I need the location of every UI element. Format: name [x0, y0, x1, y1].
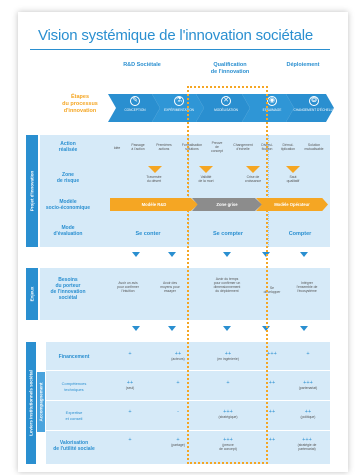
row-label-financement: Financement: [58, 354, 90, 360]
action-cell: Solution mutualisable: [304, 143, 324, 151]
model-zone-grise: Zone grise: [192, 198, 262, 211]
network-icon: ❂: [309, 96, 319, 106]
competences-cell: +: [176, 380, 180, 386]
chevron-down-icon: [223, 252, 231, 257]
stage-chevron-3: [196, 94, 250, 122]
risk-cell: Saut qualitatif: [286, 175, 300, 183]
risk-cell: Traversée du désert: [146, 175, 162, 183]
section-leviers-label: Leviers institutionnels sociétal: [26, 342, 36, 464]
besoin-cell: Se développer: [263, 286, 281, 294]
action-cell: Passage à l'action: [131, 143, 145, 151]
model-rd: Modèle R&D: [110, 198, 198, 211]
row-label-actions: Action réalisée: [58, 141, 78, 153]
financement-cell: ++(en ingénierie): [217, 351, 239, 361]
reseau-cell: ++: [268, 409, 276, 415]
reseau-cell: -: [177, 409, 179, 415]
chevron-down-icon: [168, 326, 176, 331]
evaluation-cell: Se compter: [213, 231, 243, 237]
title-rule: [30, 49, 330, 50]
competences-cell: ++(seul): [125, 380, 135, 390]
column-header-qualification: Qualification de l'innovation: [210, 62, 250, 75]
chevron-down-icon: [132, 326, 140, 331]
row-label-evaluation: Mode d'évaluation: [53, 225, 83, 237]
valorisation-cell: +++(stratégie de partenariat): [297, 437, 317, 451]
column-header-rd: R&D Sociétale: [123, 62, 161, 68]
stage-chevron-4: [242, 94, 294, 122]
reseau-cell: ++(politique): [300, 409, 316, 419]
row-label-risque: Zone de risque: [56, 172, 80, 184]
stages-arrow: [108, 94, 334, 122]
stage-changement-echelle: ❂changement d'échelle: [293, 96, 335, 112]
reseau-cell: +: [128, 409, 132, 415]
evaluation-cell: Se conter: [135, 231, 161, 237]
risk-marker: [199, 166, 213, 173]
valorisation-cell: +++(preuve de concept): [219, 437, 237, 451]
competences-cell: +++(partenariat): [298, 380, 318, 390]
chevron-down-icon: [168, 252, 176, 257]
model-operateur: Modèle Opérateur: [256, 198, 328, 211]
competences-cell: ++: [268, 380, 276, 386]
section-enjeux-label: Enjeux: [26, 268, 38, 320]
section-projet-label: Projet d'innovation: [26, 135, 38, 247]
enjeux-band: [40, 268, 330, 320]
stage-chevron-2: [152, 94, 204, 122]
row-label-valorisation: Valorisation de l'utilité sociale: [53, 440, 95, 452]
evaluation-cell: Compter: [288, 231, 312, 237]
page-title: Vision systémique de l'innovation sociét…: [38, 27, 313, 44]
section-accompagnement-label: Accompagnement: [37, 372, 45, 432]
risk-marker: [246, 166, 260, 173]
reseau-cell: +++(stratégique): [218, 409, 238, 419]
financement-cell: +: [128, 351, 132, 357]
row-label-competences: Compétences techniques: [61, 381, 87, 392]
action-cell: Changement d'échelle: [233, 143, 253, 151]
pencil-icon: ✎: [130, 96, 140, 106]
financement-cell: ++(acteurs): [171, 351, 185, 361]
financement-cell: +: [306, 351, 310, 357]
projet-band: [40, 135, 330, 247]
besoin-cell: Intégrer l'ensemble de l'écosystème: [296, 281, 318, 293]
column-header-deploiement: Déploiement: [286, 62, 320, 68]
action-cell: Premières actions: [156, 143, 172, 151]
action-cell: Idée: [113, 146, 121, 150]
stage-chevron-1: [108, 94, 160, 122]
valorisation-cell: +: [128, 437, 132, 443]
qualification-highlight-frame: [187, 86, 268, 464]
etapes-label: Étapes du processus d'innovation: [62, 94, 98, 114]
risk-marker: [286, 166, 300, 173]
competences-cell: +: [226, 380, 230, 386]
action-cell: Preuve de concept: [211, 141, 223, 153]
flask-icon: ⚗: [174, 96, 184, 106]
besoin-cell: Avoir du temps pour confirmer un dimensi…: [213, 277, 241, 293]
chevron-down-icon: [300, 326, 308, 331]
risk-cell: Validité de la mort: [198, 175, 214, 183]
row-label-modele: Modèle socio-économique: [45, 199, 91, 211]
stage-experimentation: ⚗expérimentation: [164, 96, 194, 112]
row-label-reseau: Expertise et conseil: [65, 410, 83, 421]
financement-cell: +++: [267, 351, 277, 357]
row-label-besoins: Besoins du porteur de l'innovation socié…: [50, 277, 86, 301]
action-cell: Formalisation solutions: [181, 143, 203, 151]
stage-chevron-5: [286, 94, 334, 122]
besoin-cell: Avoir des moyens pour essayer: [160, 281, 180, 293]
risk-cell: Crise de croissance: [244, 175, 262, 183]
valorisation-cell: +(partage): [171, 437, 185, 447]
action-cell: Démul- tiplication: [280, 143, 296, 151]
stage-modelisation: ✕modélisation: [214, 96, 238, 112]
tools-icon: ✕: [221, 96, 231, 106]
chevron-down-icon: [300, 252, 308, 257]
divider-line: [268, 135, 269, 247]
chevron-down-icon: [223, 326, 231, 331]
risk-marker: [148, 166, 162, 173]
chevron-down-icon: [132, 252, 140, 257]
stage-conception: ✎conception: [124, 96, 146, 112]
valorisation-cell: ++: [268, 437, 276, 443]
seed-icon: ◉: [267, 96, 277, 106]
besoin-cell: Avoir un avis pour confirmer l'intuition: [117, 281, 139, 293]
